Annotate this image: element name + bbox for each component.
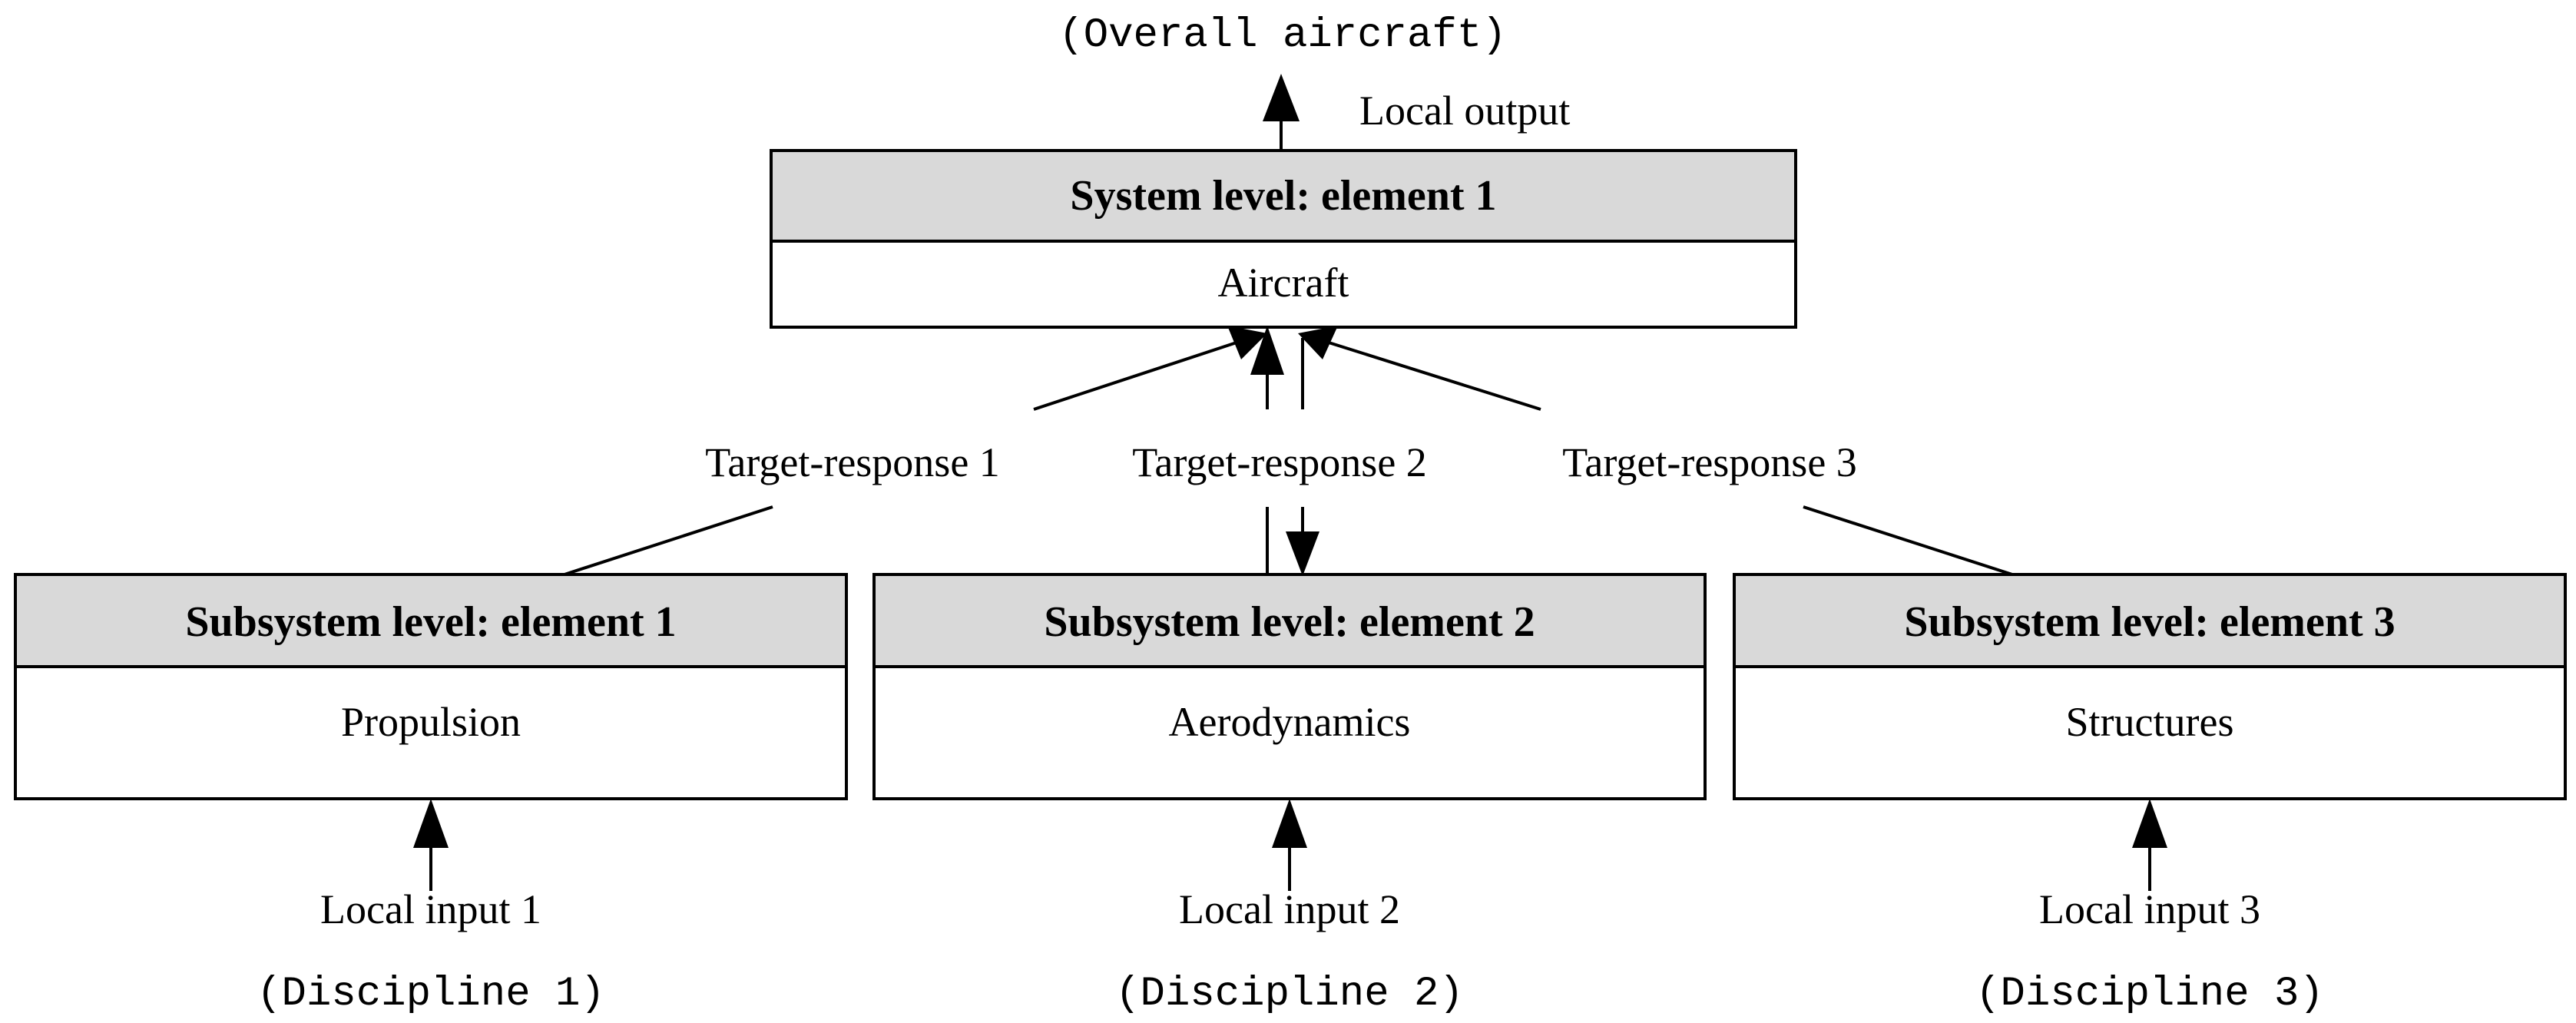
subsystem-2-title: Subsystem level: element 2 <box>1044 598 1535 646</box>
target-response-2-up-arrowhead <box>1250 326 1284 375</box>
system-box-content: Aircraft <box>1218 260 1349 306</box>
target-response-3-upper-line <box>1328 341 1541 411</box>
subsystem-box-1: Subsystem level: element 1 Propulsion <box>14 573 848 800</box>
subsystem-2-body <box>872 665 1707 800</box>
target-response-3-arrowhead <box>1298 326 1338 359</box>
local-input-2-label: Local input 2 <box>1179 886 1400 932</box>
subsystem-3-content: Structures <box>2066 699 2234 745</box>
target-response-1-upper-line <box>1033 341 1237 411</box>
system-box-title: System level: element 1 <box>1070 172 1496 220</box>
system-box: System level: element 1 Aircraft <box>770 149 1797 329</box>
subsystem-box-3: Subsystem level: element 3 Structures <box>1733 573 2567 800</box>
local-output-label: Local output <box>1359 88 1570 134</box>
subsystem-1-body <box>14 665 848 800</box>
target-response-2-down-arrowhead <box>1286 531 1319 576</box>
subsystem-2-content: Aerodynamics <box>1169 699 1411 745</box>
subsystem-1-content: Propulsion <box>341 699 521 745</box>
local-input-1-label: Local input 1 <box>320 886 541 932</box>
target-response-3-lower-line <box>1803 505 2013 576</box>
subsystem-3-body <box>1733 665 2567 800</box>
subsystem-3-title: Subsystem level: element 3 <box>1904 598 2395 646</box>
local-input-3-arrowhead <box>2132 799 2167 848</box>
target-response-2-label: Target-response 2 <box>1132 439 1427 485</box>
discipline-1-label: (Discipline 1) <box>257 971 605 1018</box>
target-response-1-label: Target-response 1 <box>705 439 1000 485</box>
local-input-1-arrowhead <box>413 799 449 848</box>
local-output-arrowhead <box>1263 74 1300 121</box>
target-response-1-arrowhead <box>1227 326 1267 359</box>
system-box-body <box>770 240 1797 329</box>
subsystem-3-header <box>1733 573 2567 668</box>
local-input-2-arrowhead <box>1272 799 1307 848</box>
overall-aircraft-label: (Overall aircraft) <box>1058 12 1506 59</box>
local-input-3-label: Local input 3 <box>2039 886 2260 932</box>
target-response-3-label: Target-response 3 <box>1562 439 1857 485</box>
subsystem-1-title: Subsystem level: element 1 <box>185 598 676 646</box>
subsystem-1-header <box>14 573 848 668</box>
discipline-3-label: (Discipline 3) <box>1975 971 2324 1018</box>
discipline-2-label: (Discipline 2) <box>1115 971 1464 1018</box>
target-response-1-lower-line <box>564 505 773 576</box>
subsystem-box-2: Subsystem level: element 2 Aerodynamics <box>872 573 1707 800</box>
